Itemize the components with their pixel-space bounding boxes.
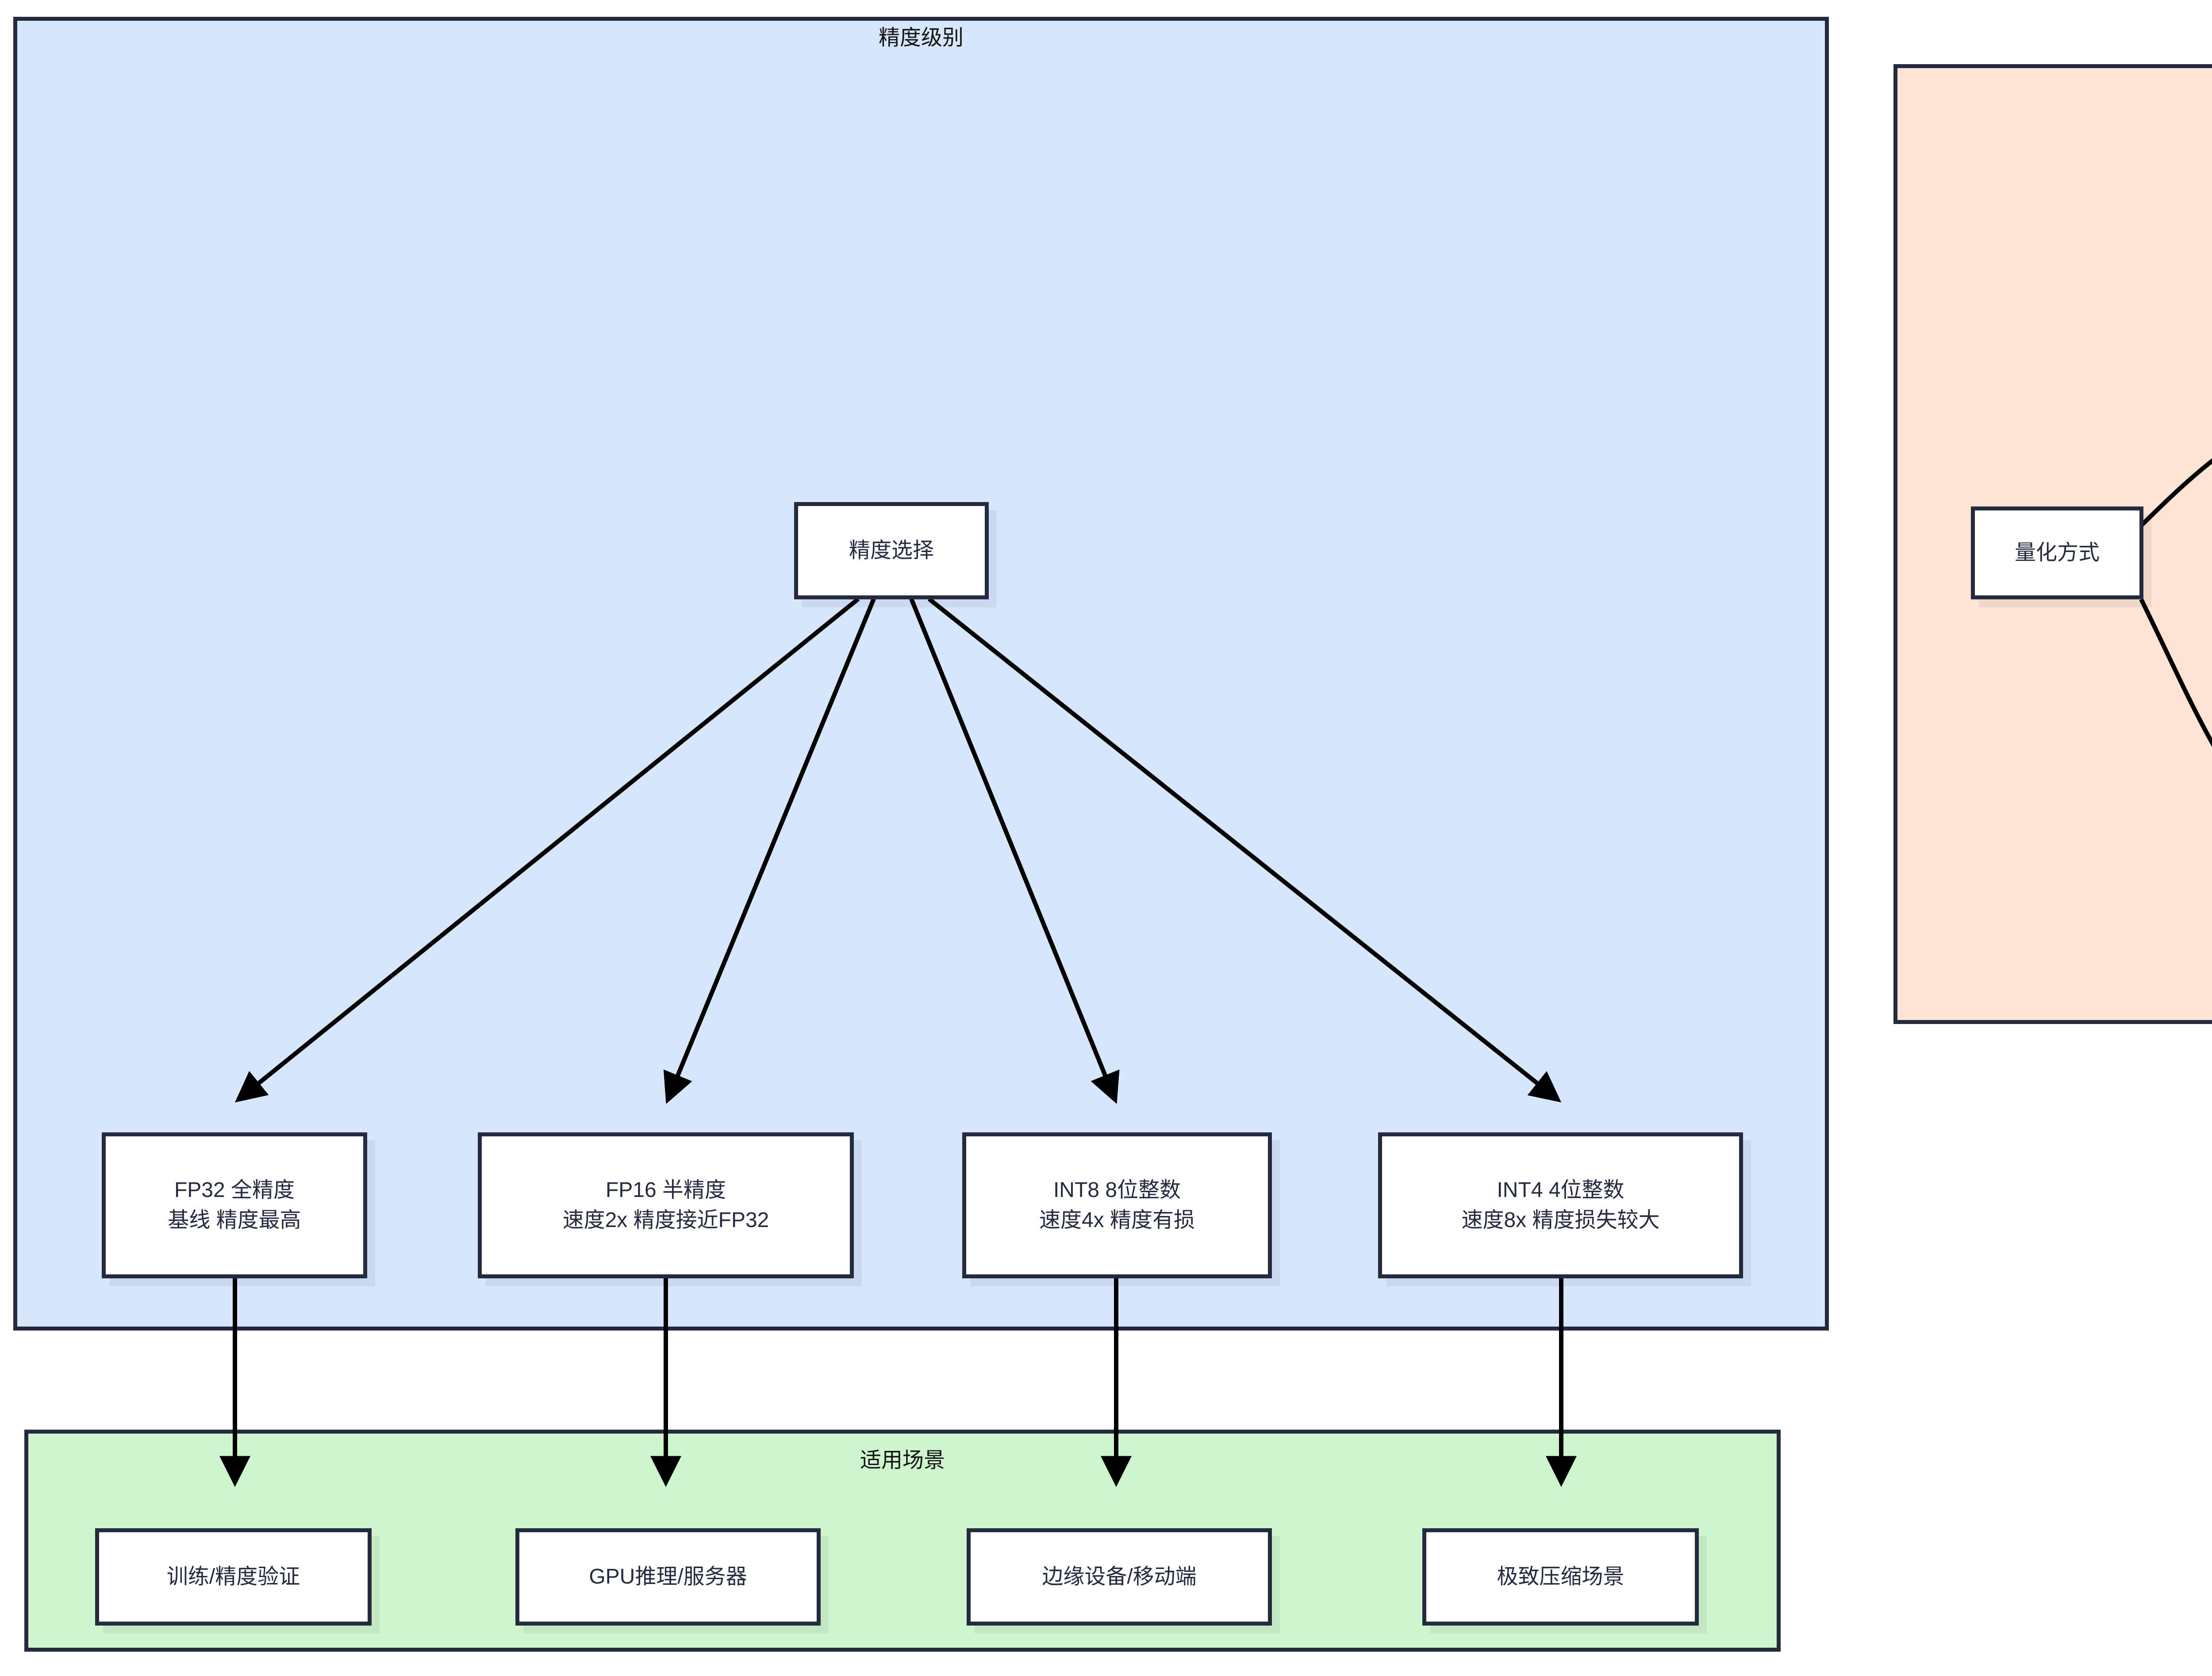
quantization-type-cluster-title: 量化类型	[1893, 81, 2212, 103]
node-label-line1: INT4 4位整数	[1497, 1178, 1624, 1202]
node-label: 边缘设备/移动端	[1042, 1565, 1197, 1588]
node-label: 精度选择	[849, 538, 934, 562]
node-scenario-extreme-compression[interactable]: 极致压缩场景	[1422, 1528, 1699, 1626]
node-label-line2: 基线 精度最高	[168, 1208, 301, 1232]
node-label: 训练/精度验证	[166, 1565, 300, 1588]
node-label: 量化方式	[2014, 541, 2100, 564]
node-label-line2: 速度4x 精度有损	[1039, 1208, 1195, 1232]
node-scenario-gpu-inference[interactable]: GPU推理/服务器	[515, 1528, 821, 1626]
node-precision-int4[interactable]: INT4 4位整数 速度8x 精度损失较大	[1378, 1132, 1743, 1278]
node-precision-root[interactable]: 精度选择	[794, 502, 989, 599]
node-precision-fp32[interactable]: FP32 全精度 基线 精度最高	[102, 1132, 367, 1278]
node-label-line1: FP16 半精度	[605, 1178, 726, 1202]
node-precision-int8[interactable]: INT8 8位整数 速度4x 精度有损	[962, 1132, 1272, 1278]
node-label-line1: FP32 全精度	[174, 1178, 295, 1202]
node-label-line2: 速度2x 精度接近FP32	[562, 1208, 769, 1232]
node-scenario-training-validation[interactable]: 训练/精度验证	[95, 1528, 372, 1626]
node-label: GPU推理/服务器	[589, 1565, 747, 1588]
node-scenario-edge-mobile[interactable]: 边缘设备/移动端	[967, 1528, 1272, 1626]
node-label: 极致压缩场景	[1497, 1565, 1624, 1588]
node-precision-fp16[interactable]: FP16 半精度 速度2x 精度接近FP32	[478, 1132, 854, 1278]
node-label-line2: 速度8x 精度损失较大	[1461, 1208, 1660, 1232]
scenario-cluster-title: 适用场景	[860, 1449, 945, 1472]
precision-level-cluster-title: 精度级别	[878, 26, 964, 50]
node-label-line1: INT8 8位整数	[1053, 1178, 1181, 1202]
node-quantization-root[interactable]: 量化方式	[1971, 506, 2143, 599]
